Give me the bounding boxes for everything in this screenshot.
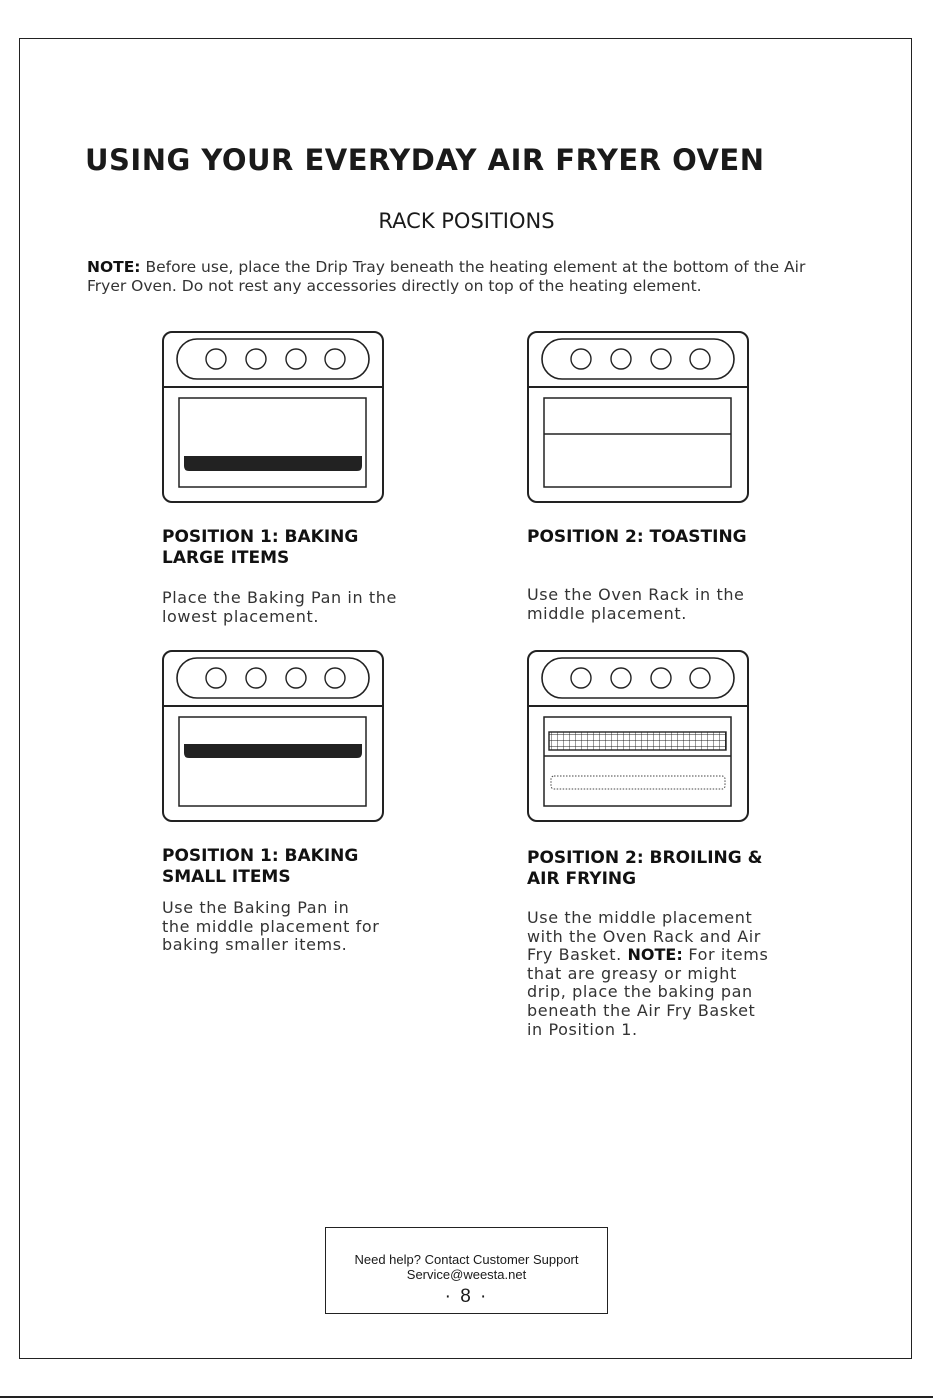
position-1-large-title: POSITION 1: BAKING LARGE ITEMS xyxy=(162,527,359,568)
page-title: USING YOUR EVERYDAY AIR FRYER OVEN xyxy=(85,143,765,177)
position-2-air-frying-title: POSITION 2: BROILING & AIR FRYING xyxy=(527,848,763,889)
note-label: NOTE: xyxy=(627,945,683,965)
support-email[interactable]: Service@weesta.net xyxy=(406,1267,527,1282)
page-border xyxy=(19,38,912,1359)
customer-support-box: Need help? Contact Customer Support Serv… xyxy=(325,1227,608,1314)
oven-diagram-position-2-toasting xyxy=(527,331,749,503)
note-text: Before use, place the Drip Tray beneath … xyxy=(87,258,806,295)
support-text: Need help? Contact Customer Support xyxy=(354,1252,579,1267)
position-2-air-frying-description: Use the middle placement with the Oven R… xyxy=(527,908,769,1039)
oven-diagram-position-1-large xyxy=(162,331,384,503)
bottom-rule xyxy=(0,1396,933,1398)
intro-note: NOTE: Before use, place the Drip Tray be… xyxy=(87,258,847,296)
note-label: NOTE: xyxy=(87,258,141,276)
oven-diagram-position-1-small xyxy=(162,650,384,822)
position-2-toasting-description: Use the Oven Rack in the middle placemen… xyxy=(527,585,745,623)
position-1-small-title: POSITION 1: BAKING SMALL ITEMS xyxy=(162,846,359,887)
position-1-small-description: Use the Baking Pan in the middle placeme… xyxy=(162,898,380,955)
position-2-toasting-title: POSITION 2: TOASTING xyxy=(527,527,747,547)
section-title: RACK POSITIONS xyxy=(378,209,555,233)
position-1-large-description: Place the Baking Pan in the lowest place… xyxy=(162,588,397,626)
oven-diagram-position-2-air-frying xyxy=(527,650,749,822)
page-number: · 8 · xyxy=(444,1286,489,1307)
